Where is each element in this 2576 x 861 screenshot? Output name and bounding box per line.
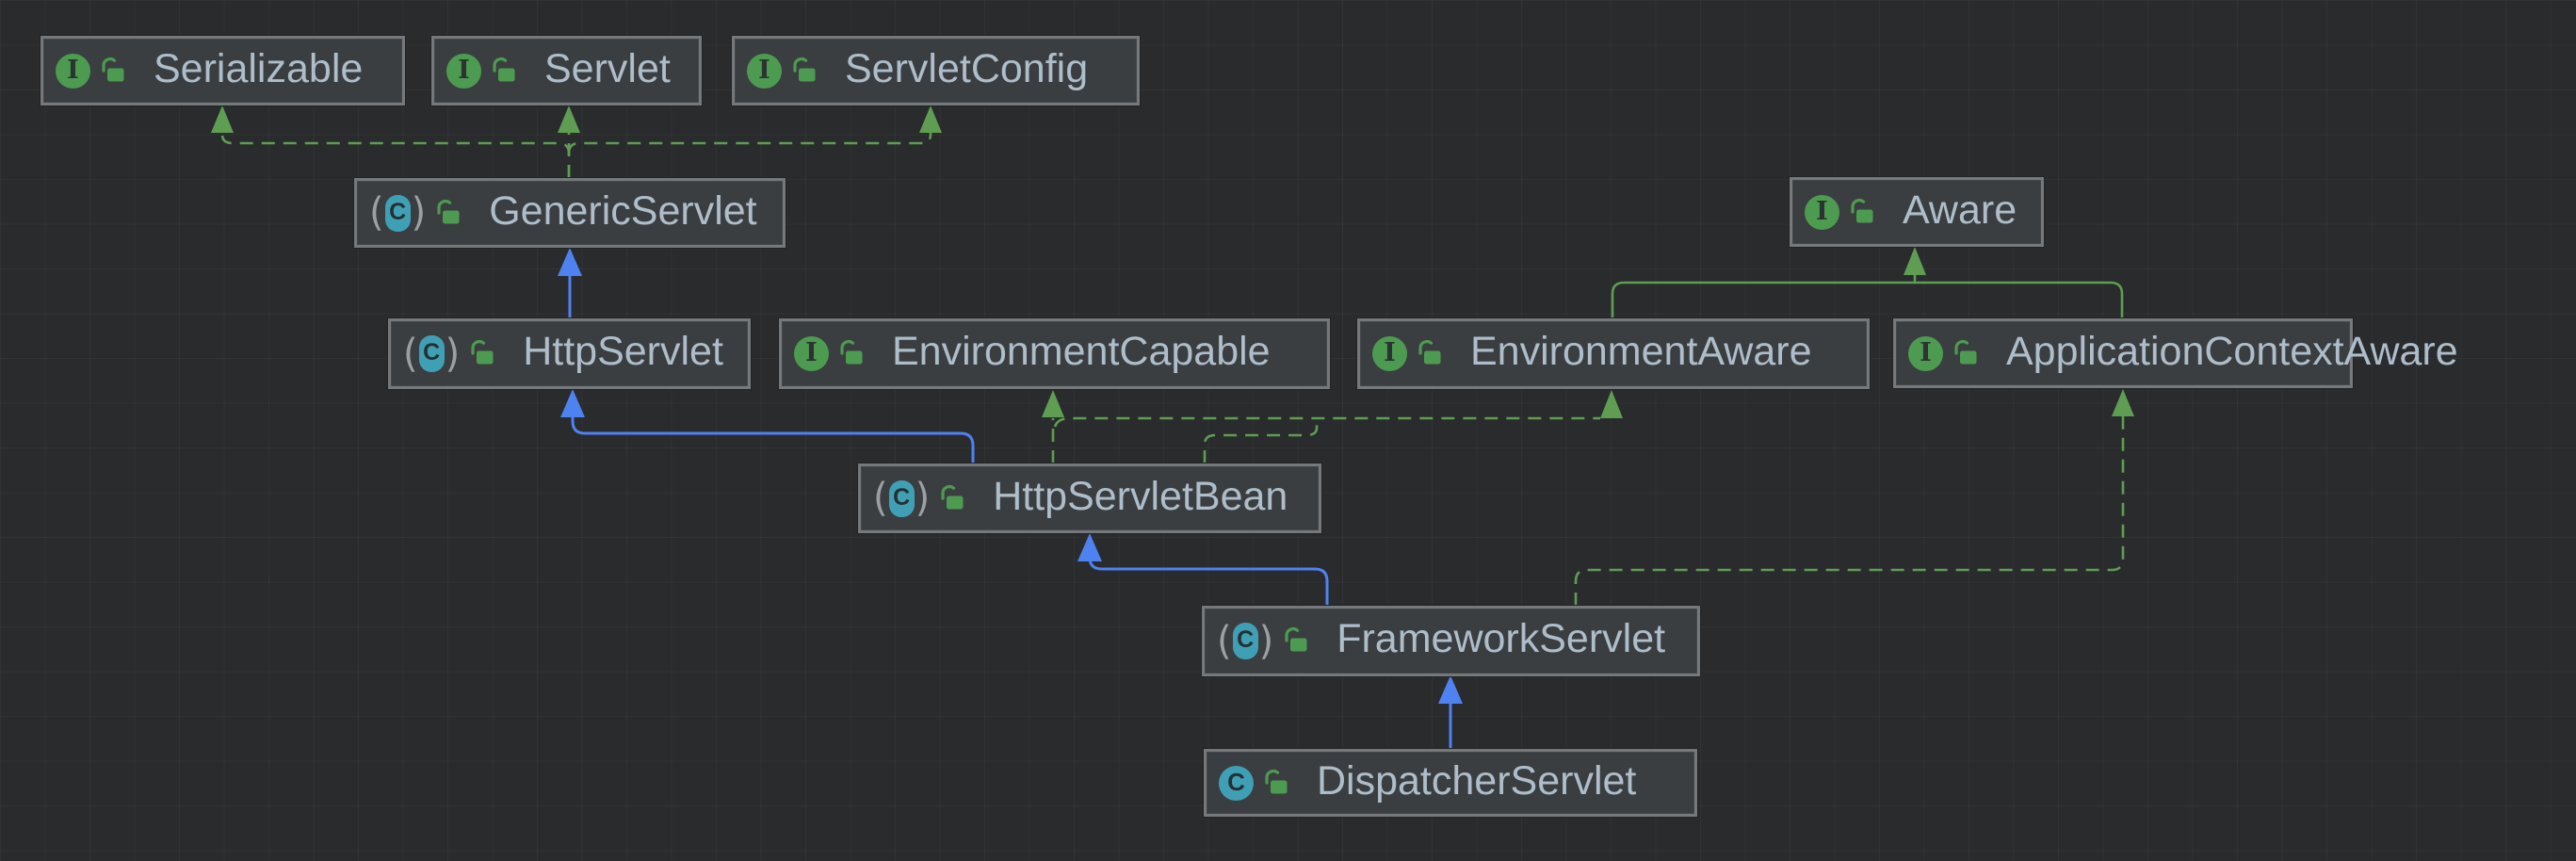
class-icon: C: [1219, 765, 1254, 801]
abstract-class-icon: (C): [873, 475, 931, 522]
edge-genericservlet-implements-servletconfig[interactable]: [567, 106, 942, 154]
arrowhead: [919, 106, 942, 133]
node-applicationcontextaware[interactable]: I ApplicationContextAware: [1893, 318, 2458, 388]
class-name-label: Serializable: [154, 45, 364, 91]
edge-frameworkservlet-implements-applicationcontextaware[interactable]: [1574, 389, 2134, 606]
class-name-label: EnvironmentAware: [1470, 329, 1812, 374]
node-serializable[interactable]: I Serializable: [41, 36, 405, 106]
public-lock-icon: [1265, 769, 1288, 793]
class-name-label: FrameworkServlet: [1337, 616, 1666, 661]
interface-icon: I: [1908, 335, 1943, 371]
interface-icon: I: [794, 336, 829, 371]
public-lock-icon: [941, 484, 964, 509]
node-httpservlet[interactable]: (C) HttpServlet: [388, 318, 751, 389]
public-lock-icon: [1285, 627, 1307, 652]
class-name-label: EnvironmentCapable: [892, 329, 1271, 374]
edge-genericservlet-implements-servlet[interactable]: [558, 106, 580, 178]
interface-icon: I: [1805, 194, 1839, 230]
edge-httpservletbean-implements-environmentaware-branch[interactable]: [1203, 420, 1319, 463]
arrowhead: [1438, 675, 1463, 704]
node-genericservlet[interactable]: (C) GenericServlet: [354, 178, 786, 248]
arrowhead: [2112, 389, 2134, 416]
public-lock-icon: [493, 57, 515, 81]
abstract-class-icon: (C): [403, 331, 461, 377]
public-lock-icon: [793, 57, 816, 81]
public-lock-icon: [471, 340, 494, 365]
interface-icon: I: [1372, 336, 1407, 371]
node-httpservletbean[interactable]: (C) HttpServletBean: [858, 463, 1321, 533]
interface-icon: I: [446, 53, 481, 89]
arrowhead: [1042, 390, 1064, 417]
class-name-label: DispatcherServlet: [1317, 757, 1637, 804]
node-servletconfig[interactable]: I ServletConfig: [732, 36, 1140, 106]
arrowhead: [1904, 247, 1926, 275]
interface-icon: I: [747, 53, 782, 89]
edge-genericservlet-implements-serializable[interactable]: [211, 106, 571, 178]
public-lock-icon: [1418, 340, 1441, 365]
public-lock-icon: [1954, 339, 1977, 364]
arrowhead: [558, 106, 580, 133]
arrowhead: [1077, 533, 1102, 561]
abstract-class-icon: (C): [1217, 618, 1274, 664]
node-dispatcherservlet[interactable]: C DispatcherServlet: [1204, 749, 1697, 817]
edge-httpservlet-extends-genericservlet[interactable]: [558, 248, 582, 318]
arrowhead: [211, 106, 234, 133]
edge-environmentaware-extends-aware[interactable]: [1611, 281, 2124, 318]
abstract-class-icon: (C): [369, 189, 427, 236]
class-name-label: ServletConfig: [845, 45, 1089, 91]
interface-icon: I: [56, 53, 90, 89]
class-name-label: HttpServletBean: [993, 473, 1288, 519]
public-lock-icon: [1851, 198, 1873, 222]
node-frameworkservlet[interactable]: (C) FrameworkServlet: [1202, 606, 1700, 676]
edge-aware-arrow-stem[interactable]: [1904, 247, 1926, 283]
node-servlet[interactable]: I Servlet: [431, 36, 702, 106]
edge-httpservletbean-extends-httpservlet[interactable]: [560, 389, 975, 463]
class-name-label: GenericServlet: [489, 187, 757, 234]
class-name-label: ApplicationContextAware: [2006, 328, 2458, 374]
edge-frameworkservlet-extends-httpservletbean[interactable]: [1077, 533, 1329, 606]
edge-httpservletbean-implements-environmentaware[interactable]: [1053, 390, 1623, 428]
class-name-label: HttpServlet: [523, 329, 723, 374]
edge-dispatcherservlet-extends-frameworkservlet[interactable]: [1438, 675, 1463, 749]
public-lock-icon: [102, 57, 124, 81]
node-environmentcapable[interactable]: I EnvironmentCapable: [779, 318, 1330, 389]
public-lock-icon: [437, 199, 460, 223]
class-name-label: Servlet: [544, 45, 671, 91]
node-environmentaware[interactable]: I EnvironmentAware: [1357, 318, 1870, 389]
edge-httpservletbean-implements-environmentcapable[interactable]: [1042, 390, 1064, 463]
class-name-label: Aware: [1903, 187, 2017, 233]
node-aware[interactable]: I Aware: [1790, 177, 2044, 247]
arrowhead: [558, 248, 582, 276]
arrowhead: [560, 389, 585, 417]
public-lock-icon: [840, 340, 863, 365]
arrowhead: [1600, 390, 1623, 418]
